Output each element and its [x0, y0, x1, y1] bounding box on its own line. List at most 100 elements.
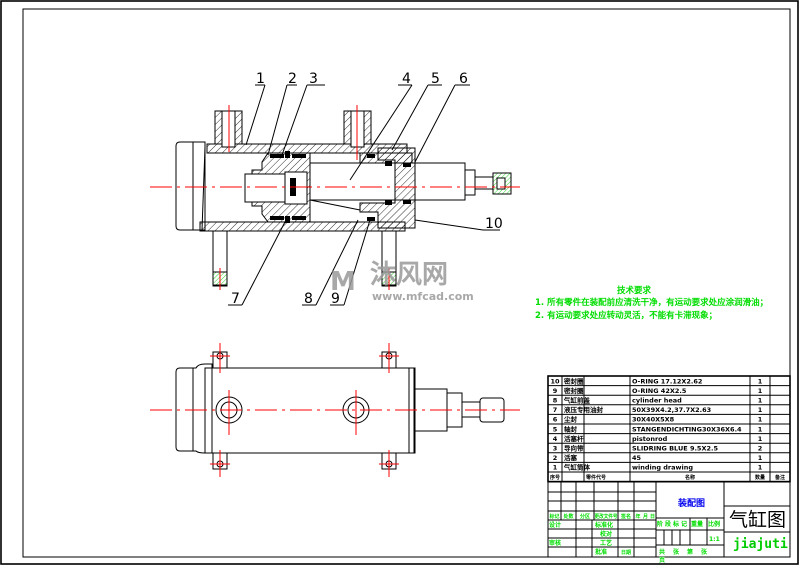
- sheet-label: 张: [701, 548, 708, 556]
- change-row-label: 更改文件号: [595, 513, 618, 520]
- sheet-suffix: 页: [659, 556, 665, 564]
- watermark-brand: 沐风网: [370, 260, 448, 290]
- change-row-label: 标记: [548, 513, 559, 520]
- bom-row-spec: cylinder head: [632, 397, 682, 405]
- weight-label: 重量: [691, 520, 703, 528]
- bom-row-spec: 30X40X5X8: [632, 416, 675, 424]
- bom-row-name: 液压专用油封: [564, 405, 604, 414]
- change-row-label: 分区: [580, 513, 590, 520]
- part-label-8: 8: [304, 291, 313, 307]
- bom-header: 数量: [755, 474, 765, 481]
- bom-row-name: 轴封: [564, 424, 578, 433]
- watermark-logo: M: [330, 267, 356, 297]
- change-row-label: 签名: [620, 513, 631, 520]
- part-label-6: 6: [459, 71, 468, 87]
- bom-row-qty: 1: [758, 387, 763, 395]
- change-row: 标记处数分区更改文件号签名年月日: [548, 513, 655, 520]
- watermark: M 沐风网 www.mfcad.com: [330, 260, 474, 303]
- bom-header: 备注: [774, 474, 785, 481]
- bom-row-qty: 1: [758, 406, 763, 414]
- sheet-label: 张: [673, 548, 680, 556]
- bom-row-spec: O-RING 17.12X2.62: [632, 377, 702, 385]
- bom-row-spec: winding drawing: [632, 464, 693, 472]
- bom-row-no: 7: [553, 406, 558, 414]
- bom-row-spec: pistonrod: [632, 435, 668, 443]
- bom-row-spec: O-RING 42X2.5: [632, 387, 687, 395]
- bom-row-no: 10: [550, 377, 560, 385]
- bom-row-no: 5: [553, 425, 558, 433]
- bom-row-qty: 1: [758, 377, 763, 385]
- part-label-3: 3: [309, 71, 318, 87]
- bom-row-no: 1: [553, 464, 558, 472]
- stage-label: 标: [672, 520, 679, 528]
- standardization-label: 标准化: [594, 521, 613, 529]
- bom-row-spec: STANGENDICHTING30X36X6.4: [632, 425, 742, 433]
- change-row-label: 处数: [562, 513, 574, 520]
- part-label-10: 10: [485, 216, 503, 232]
- bom-row-qty: 2: [758, 445, 763, 453]
- part-label-5: 5: [431, 71, 440, 87]
- bom-row-name: 导向带: [564, 444, 584, 453]
- sheet-label: 共: [659, 548, 665, 556]
- bom-row-qty: 1: [758, 435, 763, 443]
- bom-row-qty: 1: [758, 464, 763, 472]
- design-label: 设计: [549, 521, 561, 529]
- bom-row-name: 活塞杆: [564, 434, 584, 443]
- piston-rod: [309, 162, 466, 201]
- part-label-1: 1: [256, 71, 265, 87]
- bom-row-spec: SLIDRING BLUE 9.5X2.5: [632, 445, 718, 453]
- change-row-label: 日: [650, 513, 655, 520]
- bom-row-qty: 1: [758, 397, 763, 405]
- tech-item-1: 1. 所有零件在装配前应清洗干净，有运动要求处应涂润滑油；: [535, 297, 768, 308]
- bom-row-no: 2: [553, 454, 558, 462]
- part-label-4: 4: [402, 71, 411, 87]
- bom-row-spec: 45: [632, 454, 642, 462]
- bom-row-no: 4: [553, 435, 558, 443]
- bom-row-name: 气缸前盖: [563, 396, 591, 405]
- bom-row-name: 气缸筒体: [563, 463, 591, 472]
- section-view: 1 2 3 4 5 6 7 8 9 10: [150, 71, 520, 307]
- scale-value: 1:1: [709, 536, 720, 543]
- bom-header: 名称: [685, 474, 695, 481]
- bom-row-qty: 1: [758, 454, 763, 462]
- assembly-label: 装配图: [677, 497, 705, 509]
- scale-label: 比例: [708, 520, 720, 528]
- sheet-label: 第: [686, 548, 693, 556]
- change-row-label: 月: [642, 513, 648, 520]
- tech-item-2: 2. 有运动要求处应转动灵活，不能有卡滞现象；: [535, 310, 717, 321]
- bom-row-qty: 1: [758, 425, 763, 433]
- sheet-row: 共张第张: [659, 548, 708, 556]
- end-cap: [175, 141, 206, 231]
- tech-requirements: 技术要求 1. 所有零件在装配前应清洗干净，有运动要求处应涂润滑油； 2. 有运…: [535, 285, 768, 321]
- part-callouts: 1 2 3 4 5 6 7 8 9 10: [228, 71, 503, 307]
- part-label-9: 9: [331, 291, 340, 307]
- top-view: [150, 343, 520, 477]
- bom-row-name: 活塞: [564, 453, 578, 462]
- bom-row-qty: 1: [758, 416, 763, 424]
- approve-label: 批准: [595, 548, 607, 556]
- tech-heading: 技术要求: [617, 285, 652, 296]
- stage-row: 阶段标记: [657, 520, 687, 528]
- rod-end: [464, 169, 476, 196]
- barrel-wall-bottom: [199, 221, 406, 232]
- inner-border: [22, 8, 791, 558]
- barrel-wall-top: [206, 143, 408, 154]
- count-label: 校对: [600, 530, 612, 538]
- drawing-title: 气缸图: [729, 509, 786, 531]
- bom-row-no: 9: [553, 387, 558, 395]
- bom-row-spec: 50X39X4.2,37.7X2.63: [632, 406, 711, 414]
- watermark-url: www.mfcad.com: [372, 290, 474, 303]
- bom-row-name: 密封圈: [564, 376, 584, 385]
- bom-header: 序号: [549, 474, 560, 481]
- process-label: 工艺: [600, 539, 612, 547]
- part-label-2: 2: [288, 71, 297, 87]
- bom-row-no: 6: [553, 416, 558, 424]
- check-label: 审核: [549, 539, 561, 547]
- bom-row-name: 密封圈: [564, 386, 584, 395]
- change-row-label: 年: [635, 513, 640, 520]
- bom-row-no: 3: [553, 445, 558, 453]
- bom-table: 10 密封圈 O-RING 17.12X2.62 1 9 密封圈 O-RING 42X2.5…: [547, 375, 791, 483]
- part-label-7: 7: [231, 291, 240, 307]
- stage-label: 记: [681, 520, 687, 528]
